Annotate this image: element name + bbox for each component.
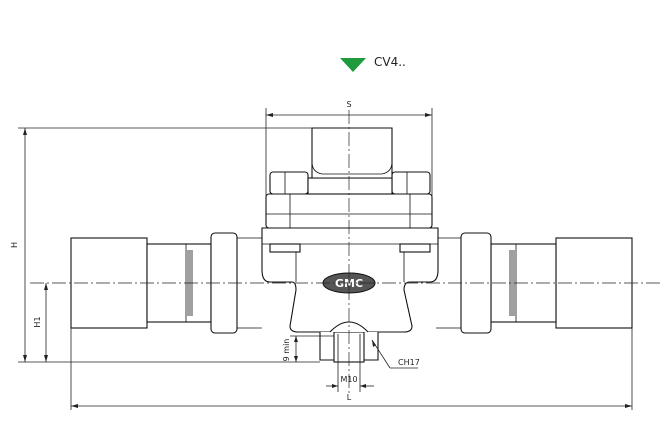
svg-text:9 min: 9 min xyxy=(282,339,291,362)
dimension-l: L xyxy=(70,328,633,410)
svg-text:S: S xyxy=(346,100,351,109)
dimension-s: S xyxy=(265,100,433,196)
green-triangle-marker-icon xyxy=(340,58,366,72)
svg-text:CH17: CH17 xyxy=(398,358,420,367)
valve-body-outline xyxy=(70,127,633,363)
dimension-h1: H1 xyxy=(33,283,48,362)
svg-text:GMC: GMC xyxy=(335,277,363,290)
model-title: CV4.. xyxy=(374,55,406,69)
dimension-ch17: CH17 xyxy=(371,339,420,369)
svg-text:L: L xyxy=(347,393,352,402)
svg-text:M10: M10 xyxy=(340,375,357,384)
svg-text:H: H xyxy=(10,242,19,248)
dimension-m10: M10 xyxy=(326,360,374,392)
dimension-9-min: 9 min xyxy=(282,335,334,362)
svg-text:H1: H1 xyxy=(33,316,42,327)
dimension-h: H xyxy=(10,127,320,363)
